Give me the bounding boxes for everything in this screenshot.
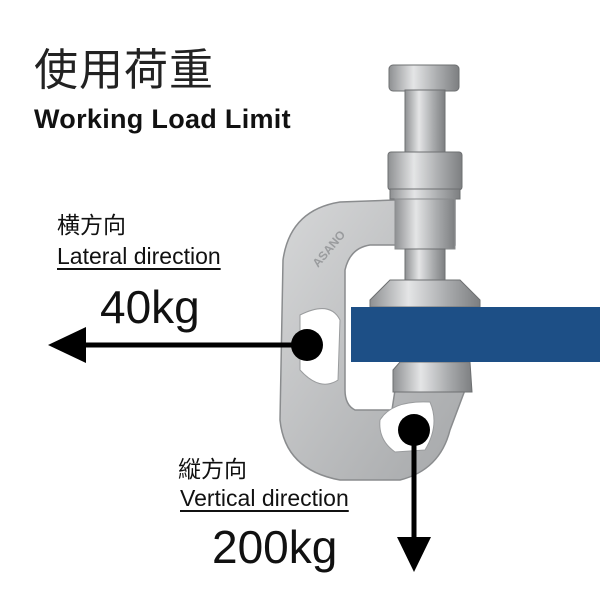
lateral-arrow-head [48, 327, 86, 363]
title-japanese: 使用荷重 [34, 45, 214, 96]
washer [389, 188, 461, 200]
vertical-load-value: 200kg [212, 521, 338, 573]
steel-beam [351, 307, 600, 362]
lateral-label-english: Lateral direction [57, 243, 221, 269]
bolt-head [388, 64, 460, 92]
vertical-arrow-head [397, 537, 431, 572]
title-english: Working Load Limit [34, 104, 291, 134]
lower-jaw [392, 361, 473, 393]
lateral-load-point [291, 329, 323, 361]
lateral-label-japanese: 横方向 [57, 213, 126, 239]
pressure-pad [369, 279, 481, 308]
lateral-load-value: 40kg [100, 281, 200, 333]
collar [394, 198, 456, 250]
vertical-label-english: Vertical direction [180, 485, 349, 511]
nut [387, 151, 463, 191]
vertical-label-japanese: 縦方向 [178, 457, 247, 483]
vertical-load-point [398, 414, 430, 446]
bolt-thread-lower [404, 248, 446, 283]
bolt-thread-upper [404, 89, 446, 153]
